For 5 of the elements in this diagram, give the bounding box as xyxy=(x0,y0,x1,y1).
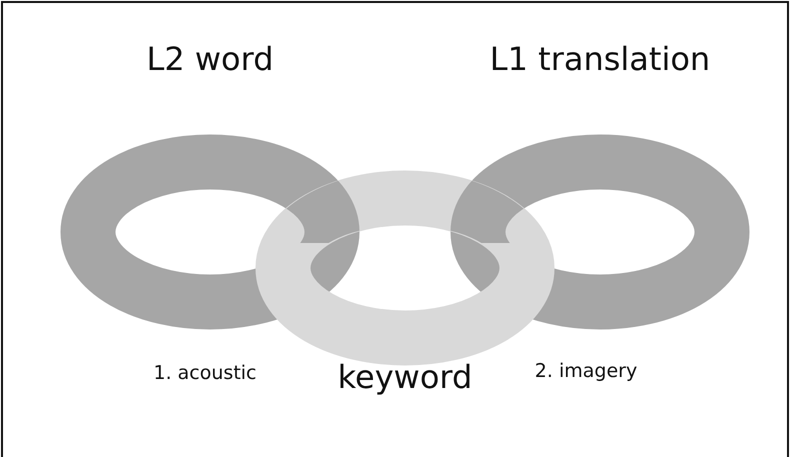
link-label: 2. imagery xyxy=(534,360,638,382)
ring-label: L1 translation xyxy=(490,40,710,78)
ring-label: keyword xyxy=(338,358,472,396)
link-label: 1. acoustic xyxy=(154,362,256,384)
ring-label: L2 word xyxy=(146,40,274,78)
